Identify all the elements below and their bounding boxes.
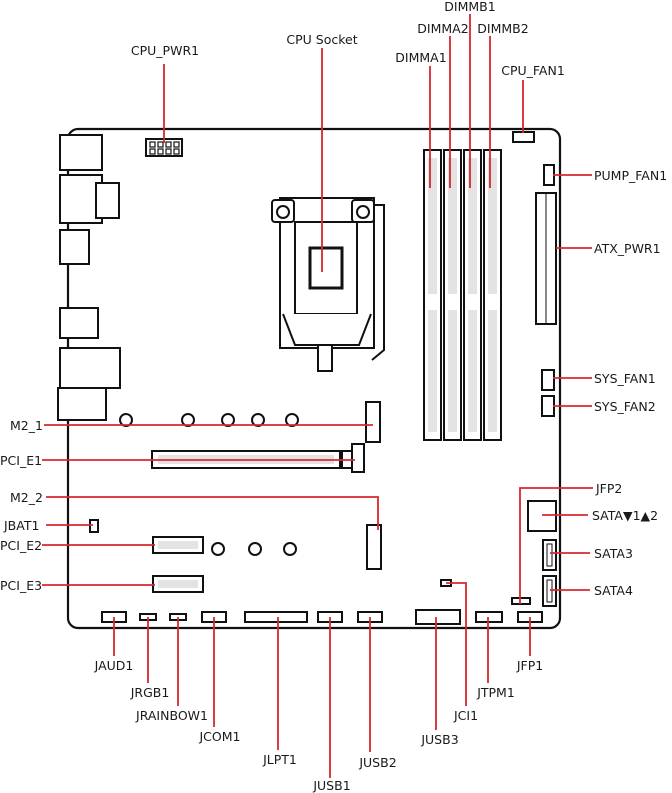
label-pci-e2: PCI_E2	[0, 538, 42, 553]
sata3-port	[542, 539, 557, 571]
leader-lines	[42, 14, 593, 778]
cpu-fan1-header	[512, 131, 535, 143]
label-atx-pwr1: ATX_PWR1	[594, 241, 661, 256]
dimm-slots	[423, 149, 502, 441]
m2-2-slot	[366, 524, 382, 570]
label-jusb2: JUSB2	[358, 755, 396, 770]
label-sys-fan2: SYS_FAN2	[594, 399, 656, 414]
label-jfp2: JFP2	[595, 481, 622, 496]
label-jusb1: JUSB1	[312, 778, 350, 793]
label-sata3: SATA3	[594, 546, 633, 561]
cpu-socket	[271, 197, 385, 372]
label-cpu-fan1: CPU_FAN1	[501, 63, 565, 78]
label-jtpm1: JTPM1	[476, 685, 515, 700]
label-sata4: SATA4	[594, 583, 633, 598]
label-m2-2: M2_2	[10, 490, 43, 505]
rear-io	[57, 134, 121, 421]
label-m2-1: M2_1	[10, 418, 43, 433]
label-sys-fan1: SYS_FAN1	[594, 371, 656, 386]
cpu-pwr1-connector	[145, 138, 183, 157]
jfp2-header	[511, 597, 531, 605]
pci-e3-slot	[152, 575, 204, 593]
label-cpu-socket: CPU Socket	[286, 32, 357, 47]
label-dimmb2: DIMMB2	[477, 21, 528, 36]
label-dimmb1: DIMMB1	[444, 0, 495, 14]
label-cpu-pwr1: CPU_PWR1	[131, 43, 199, 58]
label-jrainbow1: JRAINBOW1	[135, 708, 208, 723]
label-jaud1: JAUD1	[94, 658, 134, 673]
label-jbat1: JBAT1	[3, 518, 39, 533]
label-pci-e3: PCI_E3	[0, 578, 42, 593]
label-jrgb1: JRGB1	[130, 685, 170, 700]
label-jcom1: JCOM1	[199, 729, 241, 744]
sata4-port	[542, 575, 557, 607]
m2-standoffs	[119, 413, 299, 556]
jbat1-header	[89, 519, 99, 533]
label-dimma1: DIMMA1	[395, 50, 446, 65]
label-sata12: SATA▼1▲2	[592, 508, 658, 523]
sata12-port	[527, 500, 557, 532]
label-jusb3: JUSB3	[420, 732, 458, 747]
label-pump-fan1: PUMP_FAN1	[594, 168, 667, 183]
label-dimma2: DIMMA2	[417, 21, 468, 36]
sys-fan2-header	[541, 395, 555, 417]
pump-fan1-header	[543, 164, 555, 186]
label-jci1: JCI1	[453, 708, 478, 723]
label-jfp1: JFP1	[516, 658, 543, 673]
sys-fan1-header	[541, 369, 555, 391]
label-pci-e1: PCI_E1	[0, 453, 42, 468]
label-jlpt1: JLPT1	[262, 752, 297, 767]
atx-pwr1-connector	[535, 192, 557, 325]
m2-1-slot	[365, 401, 381, 443]
pci-e2-slot	[152, 536, 204, 554]
